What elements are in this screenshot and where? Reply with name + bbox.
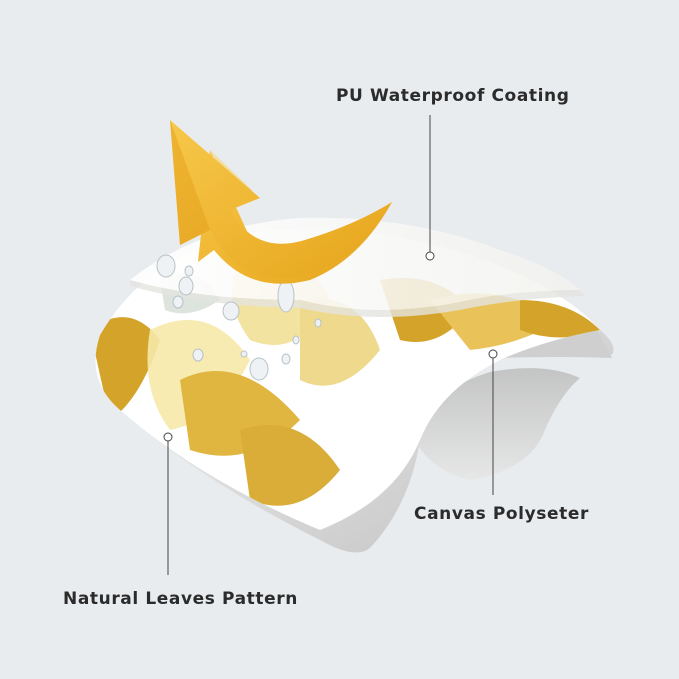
natural-leaves-pattern-label: Natural Leaves Pattern: [63, 589, 298, 609]
water-droplets-icon: [156, 254, 322, 381]
canvas-polyester-label: Canvas Polyseter: [414, 504, 589, 524]
leader-lines: [163, 115, 498, 575]
curved-arrow-icon: [170, 120, 392, 284]
pattern-pointer-dot: [163, 432, 173, 442]
canvas-pointer-dot: [488, 349, 498, 359]
pu-waterproof-coating-label: PU Waterproof Coating: [336, 86, 570, 106]
coating-pointer-dot: [425, 251, 435, 261]
